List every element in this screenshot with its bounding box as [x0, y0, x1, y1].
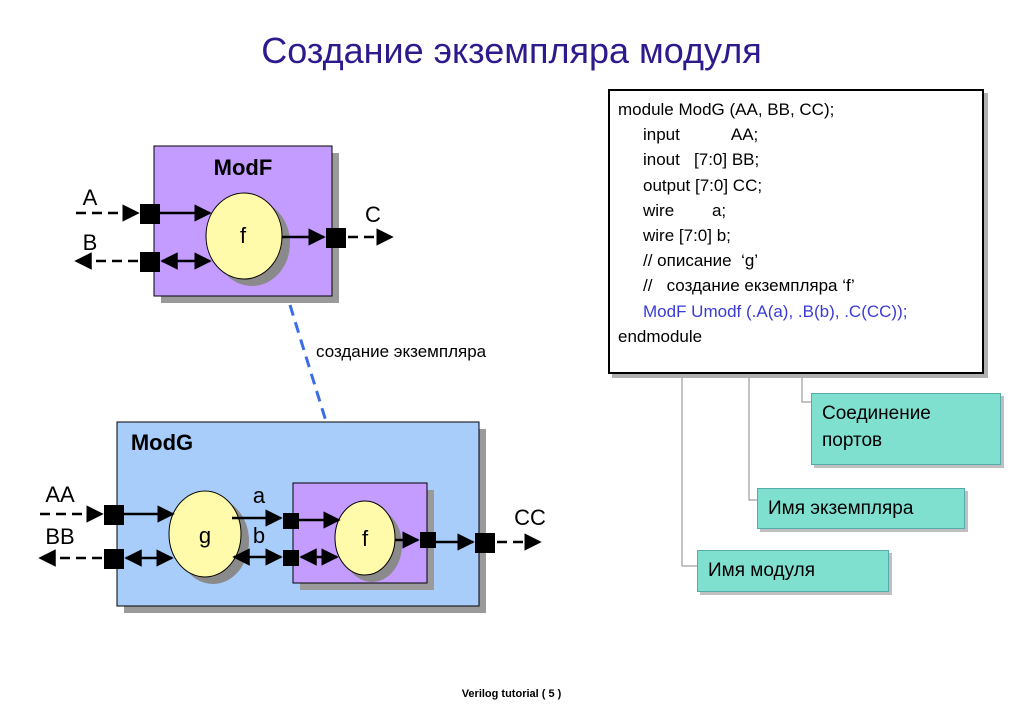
modg-block: ModG g f AA BB CC a [38, 421, 546, 613]
modg-port-aa-label: AA [45, 482, 75, 507]
callout-module-name-text: Имя модуля [708, 560, 816, 581]
code-listing: module ModG (AA, BB, CC); input AA; inou… [608, 89, 984, 374]
modf-port-b-label: B [83, 230, 98, 255]
modg-port-bb-label: BB [45, 524, 74, 549]
modf-port-b [140, 252, 160, 272]
modg-g-ellipse [168, 490, 242, 578]
code-line-endmodule: endmodule [618, 326, 703, 346]
modf-inst-port-a [283, 513, 299, 529]
modg-g-label: g [199, 523, 211, 548]
callout-port-connection: Соединение портов [811, 393, 1001, 465]
code-line-wire-a: wire a; [643, 200, 727, 220]
code-line-comment-f: // создание екземпляра ‘f’ [643, 276, 855, 296]
instantiation-label: создание экземпляра [316, 342, 487, 361]
modf-port-c-label: C [365, 202, 381, 227]
callout-instance-name-text: Имя экземпляра [768, 498, 914, 519]
modg-port-cc-label: CC [514, 505, 546, 530]
callout-instance-name: Имя экземпляра [757, 488, 965, 529]
modf-port-a-label: A [83, 185, 98, 210]
modf-block: ModF f A B C [74, 145, 394, 303]
modg-port-bb [104, 549, 124, 569]
modg-port-cc [475, 533, 495, 553]
code-line-module: module ModG (AA, BB, CC); [618, 100, 835, 119]
slide-title: Создание экземпляра модуля [261, 30, 762, 71]
slide-footer: Verilog tutorial ( 5 ) [461, 688, 562, 700]
code-line-input: input AA; [643, 125, 759, 145]
modf-port-a [140, 204, 160, 224]
modg-title: ModG [131, 430, 193, 455]
modf-inst-port-c [420, 532, 436, 548]
modg-f-ellipse [334, 500, 396, 576]
code-line-instance: ModF Umodf (.A(a), .B(b), .C(CC)); [643, 301, 908, 321]
code-line-wire-b: wire [7:0] b; [643, 226, 731, 246]
callout-port-connection-text: Соединение портов [822, 403, 931, 451]
modf-inner-label: f [240, 223, 247, 248]
modg-wire-a-label: a [253, 483, 266, 508]
code-line-output: output [7:0] CC; [643, 175, 763, 195]
callout-module-name: Имя модуля [697, 550, 889, 592]
modf-title: ModF [214, 155, 273, 180]
modf-inst-port-b [283, 550, 299, 566]
code-line-inout: inout [7:0] BB; [643, 150, 760, 170]
modg-wire-b-label: b [253, 523, 265, 548]
modg-port-aa [104, 505, 124, 525]
modf-port-c [326, 228, 346, 248]
modg-f-label: f [362, 526, 369, 551]
code-line-comment-g: // описание ‘g’ [643, 251, 759, 271]
